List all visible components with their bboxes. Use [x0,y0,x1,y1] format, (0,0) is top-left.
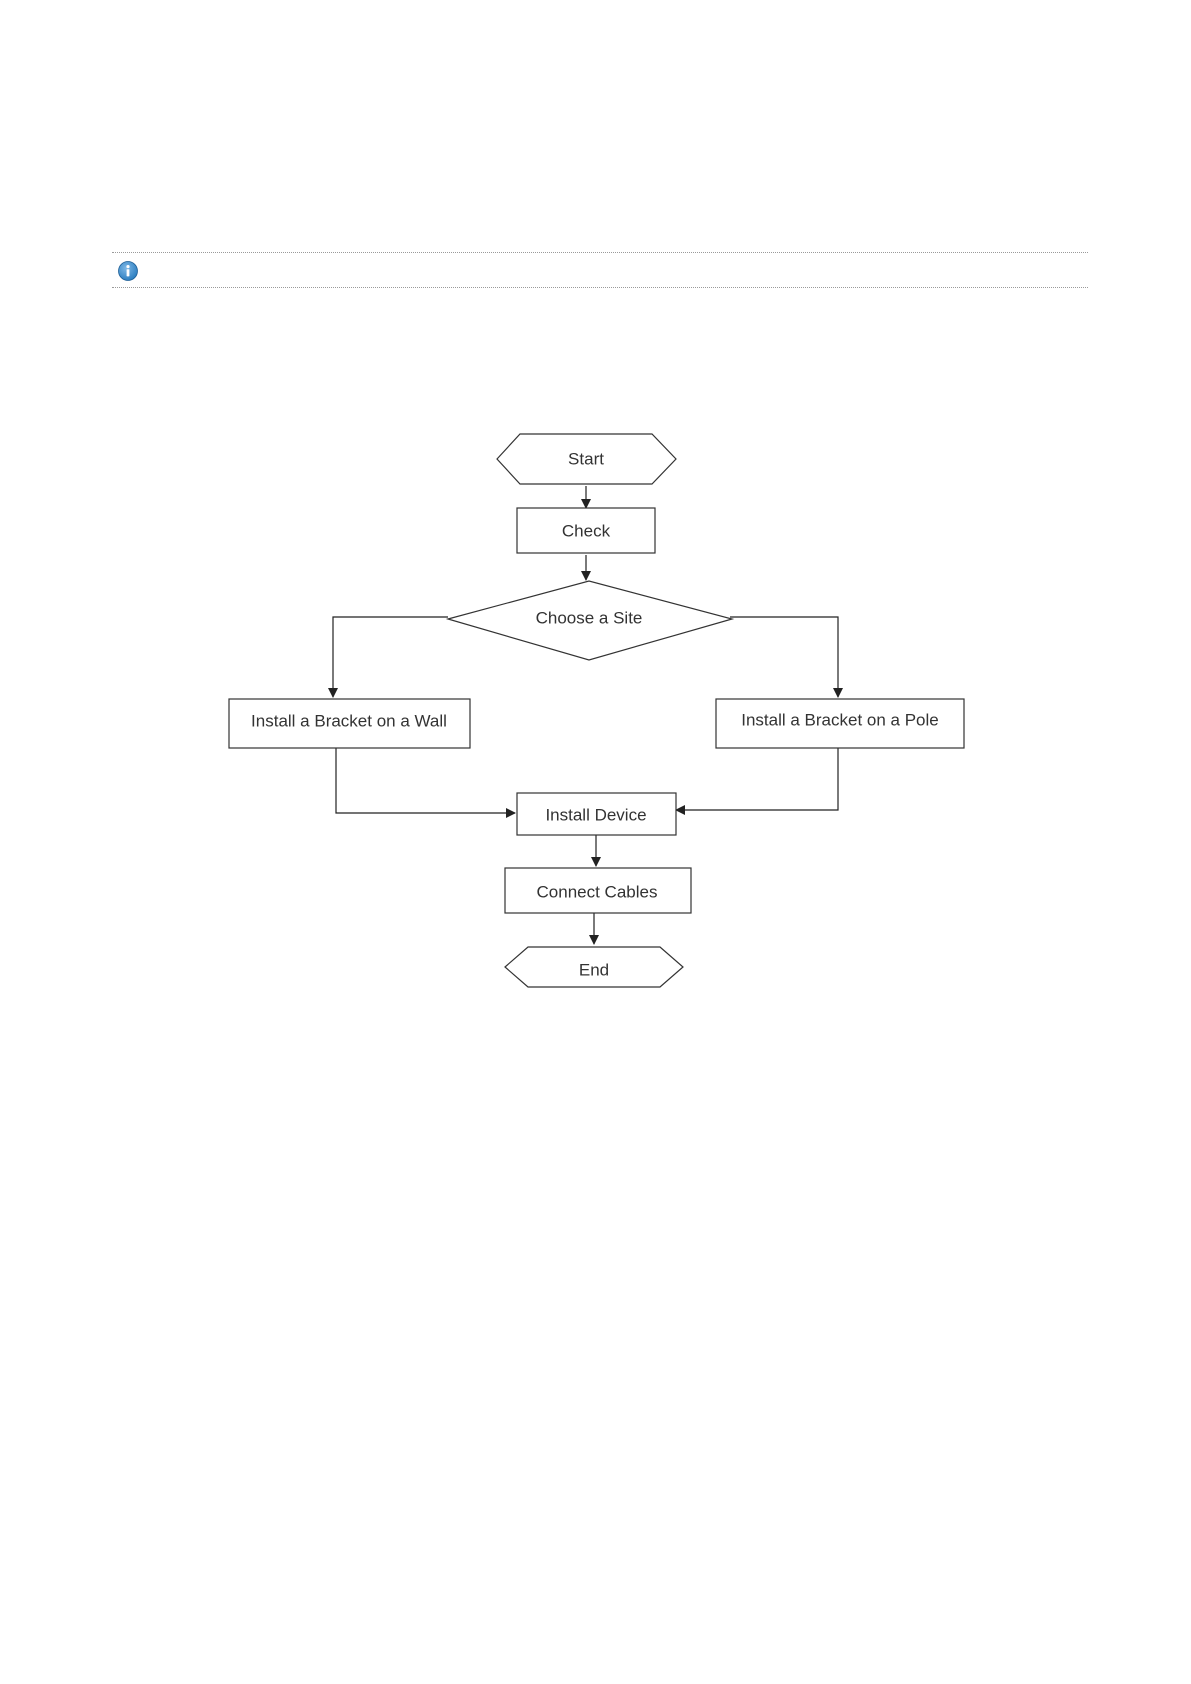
edge-wall-install [336,747,515,813]
node-install-device-label: Install Device [545,806,646,825]
node-choose-site-label: Choose a Site [536,609,643,628]
node-check: Check [517,508,655,553]
node-end: End [505,947,683,987]
node-wall: Install a Bracket on a Wall [229,699,470,748]
node-start-label: Start [568,450,604,469]
node-choose-site: Choose a Site [448,581,732,660]
node-check-label: Check [562,522,611,541]
node-wall-label: Install a Bracket on a Wall [251,712,447,731]
node-connect-cables: Connect Cables [505,868,691,913]
edge-pole-install [676,745,838,810]
node-end-label: End [579,961,609,980]
edge-choose-pole [730,617,838,697]
node-start: Start [497,434,676,484]
edge-choose-wall [333,617,448,697]
node-connect-cables-label: Connect Cables [537,883,658,902]
node-pole-label: Install a Bracket on a Pole [741,711,939,730]
node-install-device: Install Device [517,793,676,835]
node-pole: Install a Bracket on a Pole [716,699,964,748]
